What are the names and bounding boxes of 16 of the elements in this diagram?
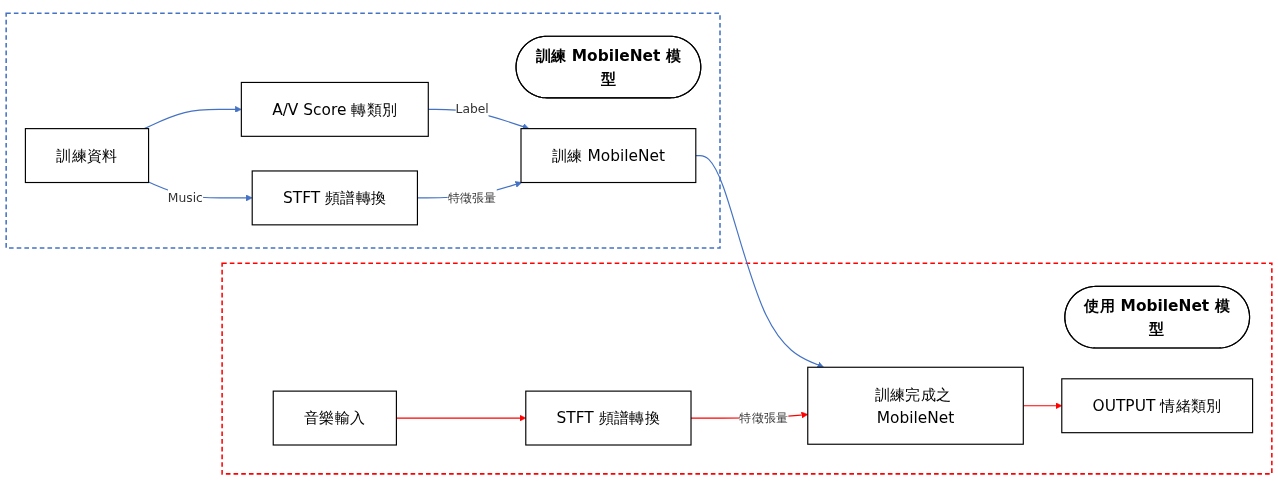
node-box: OUTPUT 情緒類別: [1061, 378, 1254, 434]
cluster: [221, 263, 1273, 476]
edge-label: Label: [455, 102, 489, 117]
node-box: 訓練完成之 MobileNet: [807, 367, 1024, 446]
edge-label: Music: [167, 190, 203, 206]
node-box: 訓練資料: [24, 128, 150, 184]
node-box: 訓練 MobileNet: [520, 128, 697, 184]
node-box: STFT 頻譜轉換: [251, 170, 418, 226]
edge-label: 特徵張量: [447, 190, 497, 206]
arrow: [695, 155, 824, 369]
node-box: STFT 頻譜轉換: [525, 391, 692, 447]
arrow: [143, 106, 242, 130]
node-box: A/V Score 轉類別: [240, 82, 429, 138]
node-box: 音樂輸入: [272, 391, 397, 447]
cluster: [5, 12, 721, 250]
edge-label: 特徵張量: [739, 410, 789, 426]
